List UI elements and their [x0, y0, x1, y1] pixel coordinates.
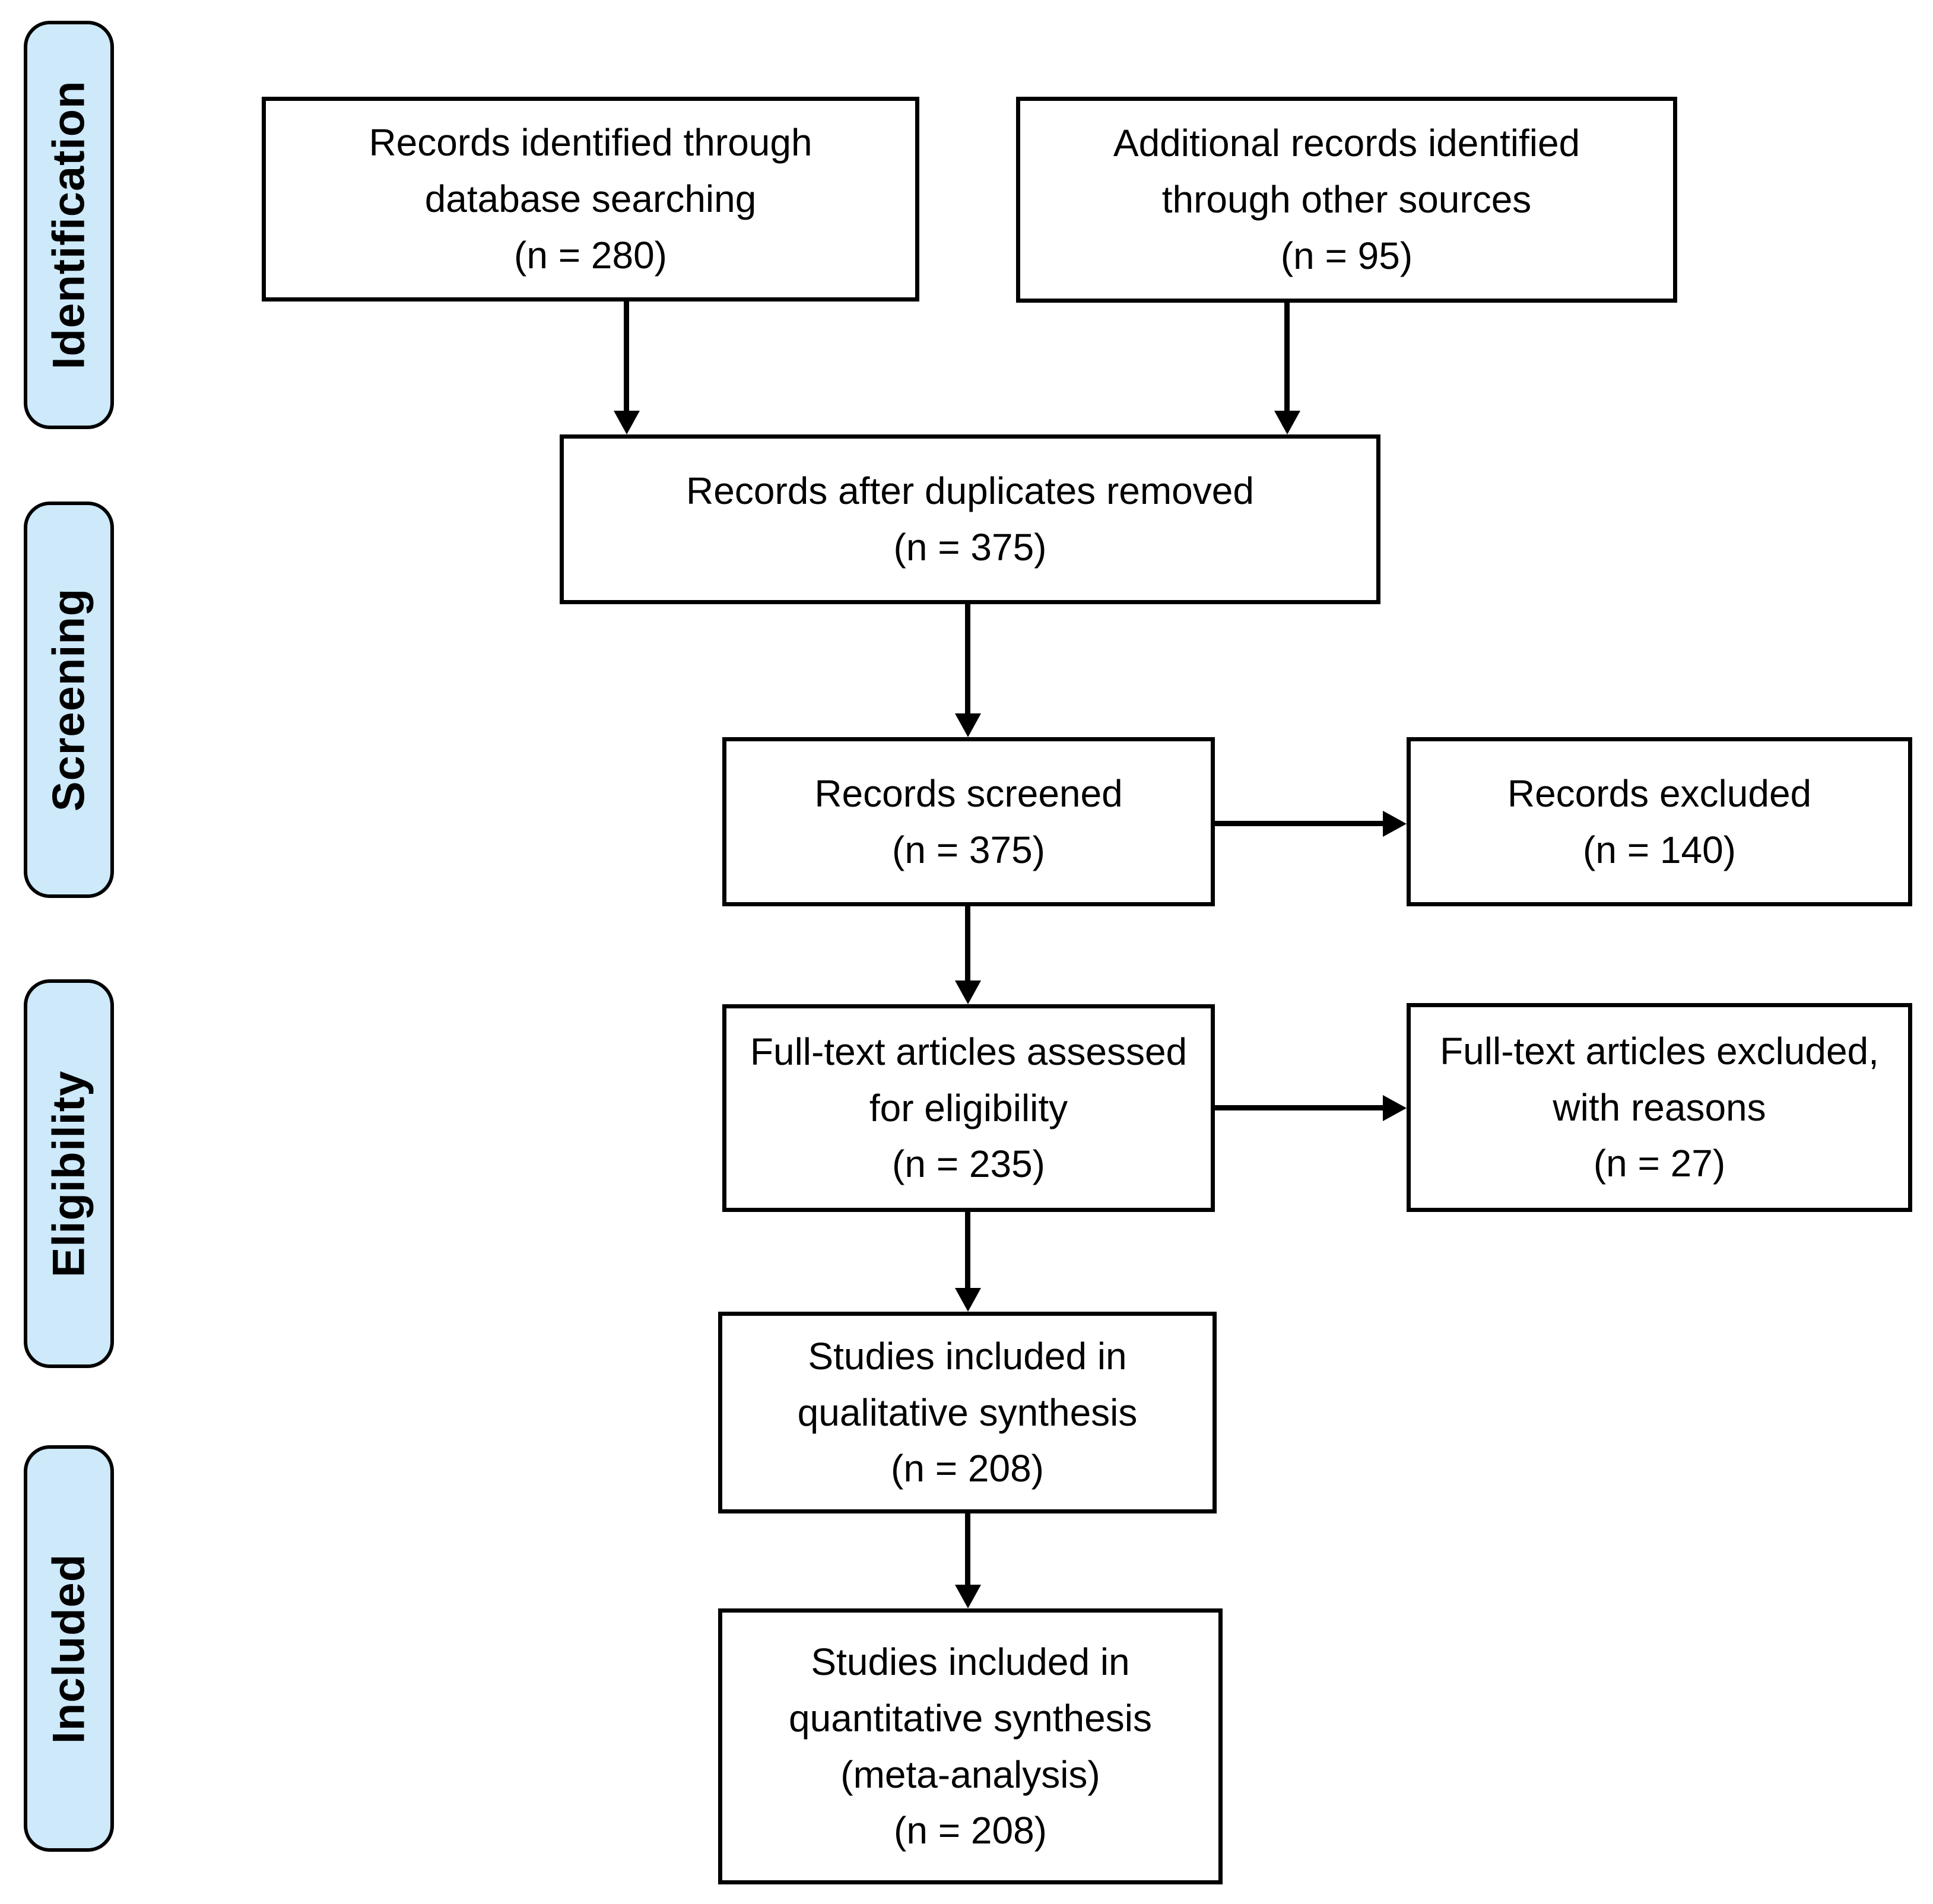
- arrow-screened-to-fulltext: [965, 906, 970, 982]
- arrow-identified-to-duplicates-arrowhead-icon: [614, 411, 640, 434]
- flow-box-records-screened: Records screened (n = 375): [722, 737, 1215, 906]
- arrow-fulltext-to-qualitative: [965, 1211, 970, 1289]
- stage-label-included-text: Included: [43, 1553, 94, 1744]
- arrow-screened-to-fulltext-arrowhead-icon: [955, 980, 981, 1004]
- flow-box-fulltext-excluded: Full-text articles excluded, with reason…: [1407, 1003, 1912, 1212]
- flow-box-records-identified: Records identified through database sear…: [262, 97, 919, 302]
- arrow-additional-to-duplicates: [1284, 303, 1290, 412]
- arrow-screened-to-excluded-arrowhead-icon: [1383, 811, 1407, 837]
- flow-box-after-duplicates: Records after duplicates removed (n = 37…: [560, 434, 1380, 604]
- flow-box-quantitative-synthesis: Studies included in quantitative synthes…: [718, 1608, 1223, 1884]
- arrow-identified-to-duplicates: [624, 300, 629, 412]
- stage-label-eligibility-text: Eligibility: [43, 1070, 94, 1277]
- arrow-additional-to-duplicates-arrowhead-icon: [1274, 411, 1300, 434]
- arrow-qualitative-to-quantitative-arrowhead-icon: [955, 1585, 981, 1608]
- arrow-qualitative-to-quantitative: [965, 1513, 970, 1586]
- stage-label-included: Included: [24, 1445, 114, 1852]
- arrow-duplicates-to-screened: [965, 604, 970, 715]
- flow-box-fulltext-assessed: Full-text articles assessed for eligibil…: [722, 1004, 1215, 1212]
- arrow-duplicates-to-screened-arrowhead-icon: [955, 713, 981, 737]
- stage-label-screening-text: Screening: [43, 588, 94, 812]
- flow-box-records-excluded: Records excluded (n = 140): [1407, 737, 1912, 906]
- arrow-fulltext-to-ft-excluded: [1215, 1105, 1384, 1110]
- stage-label-identification-text: Identification: [43, 80, 94, 370]
- stage-label-screening: Screening: [24, 502, 114, 898]
- stage-label-identification: Identification: [24, 21, 114, 429]
- arrow-fulltext-to-ft-excluded-arrowhead-icon: [1383, 1095, 1407, 1121]
- stage-label-eligibility: Eligibility: [24, 979, 114, 1368]
- flow-box-additional-records: Additional records identified through ot…: [1016, 97, 1677, 303]
- flow-box-qualitative-synthesis: Studies included in qualitative synthesi…: [718, 1312, 1217, 1513]
- arrow-screened-to-excluded: [1215, 821, 1384, 826]
- arrow-fulltext-to-qualitative-arrowhead-icon: [955, 1288, 981, 1312]
